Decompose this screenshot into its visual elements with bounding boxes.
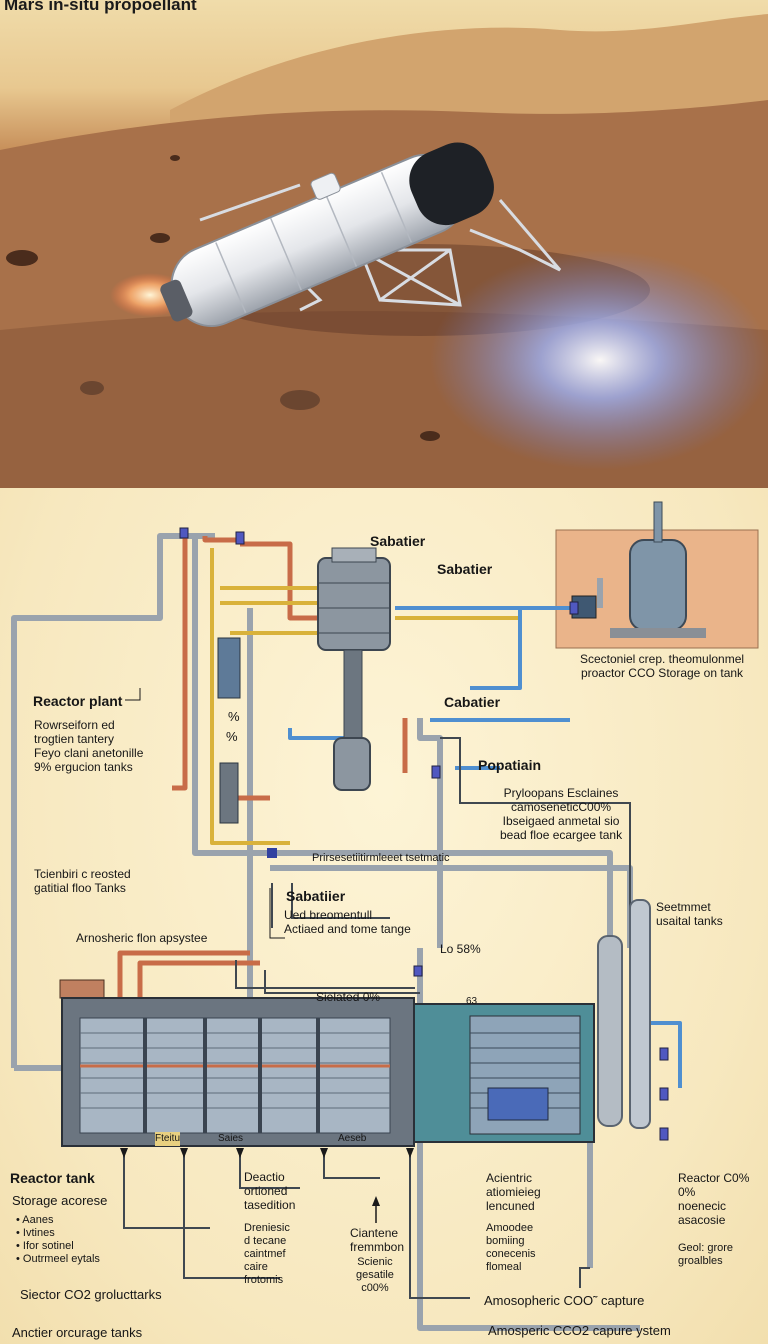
label-scienic: Scienic gesatile c00% [356,1256,394,1294]
label-bullets: • Aanes • Ivtines • Ifor sotinel • Outrm… [16,1214,100,1265]
label-lo-percent: Lo 58% [440,942,481,956]
label-reactor-notes: Rowrseiforn ed trogtien tantery Feyo cla… [34,718,144,774]
label-cell-c: Aeseb [338,1133,367,1144]
label-sabatiier-low: Sabatiier [286,888,346,904]
exhaust-plume [430,250,768,470]
label-atmos-capture: Amosopheric COO˜ capture [484,1293,645,1308]
label-right-tanks: Seetmmet usaital tanks [656,900,723,928]
label-pressure-line: Prirsesetiitirmleeet tsetmatic [312,852,450,864]
rock [6,250,38,266]
label-sielated: Sielated 0% [316,990,381,1004]
label-ciantene: Ciantene fremmbon [350,1226,405,1254]
mars-scene-art [0,14,768,488]
rock [420,431,440,441]
vertical-storage-tanks [597,899,651,1129]
rocket-body [160,142,494,328]
label-percent-b: % [226,729,238,744]
label-siector: Siector CO2 grolucttarks [20,1287,162,1302]
scene-title: Mars in-situ propoellant [4,0,197,14]
label-scientific-left: Tcienbiri c reosted gatitial floo Tanks [34,867,131,895]
label-percent-a: % [228,709,240,724]
label-dreniesic: Dreniesic d tecane caintmef caire frotom… [244,1222,290,1286]
rock [80,381,104,395]
label-geol: Geol: grore groalbles [678,1242,734,1267]
label-cell-a: Fteitu [155,1132,181,1146]
label-atmospheric-flow: Arnosheric flon apsystee [76,931,208,945]
label-anctier: Anctier orcurage tanks [12,1325,143,1340]
pipe-blue [288,606,682,1088]
label-popatiain: Popatiain [478,757,542,773]
rock [280,390,320,410]
mars-landscape-scene: Mars in-situ propoellant [0,0,768,488]
main-reactor-housing [59,979,595,1147]
left-column-equipment [217,637,277,858]
label-deactio: Deactio ortioned tasedition [244,1170,296,1212]
label-popatiain-notes: Pryloopans Esclaines camoseneticC00% Ibs… [500,786,623,842]
label-reactor-plant: Reactor plant [33,693,123,709]
sabatier-reactor [317,547,391,741]
dune-ridge [170,14,768,140]
label-63: 63 [466,996,478,1007]
pipe-dark [123,737,631,1299]
propellant-plant-schematic: Sabatier Sabatier Scectoniel crep. theom… [0,488,768,1344]
label-cabatier: Cabatier [444,694,501,710]
label-atmos-system: Amosperic CCO2 capure ystem [488,1323,671,1338]
label-amoodee: Amoodee bomiing conecenis flomeal [486,1222,536,1273]
label-sabatiier-low-notes: Ued breomentull Actiaed and tome tange [284,908,411,936]
rock [150,233,170,243]
label-sabatier-mid: Sabatier [437,561,493,577]
flow-arrows [120,1148,414,1206]
label-sabatier-top: Sabatier [370,533,426,549]
label-storage-acorese: Storage acorese [12,1193,108,1208]
rock [170,155,180,161]
product-vessel [333,737,371,791]
pipe-yellow [210,548,520,845]
label-storage-caption: Scectoniel crep. theomulonmel proactor C… [579,652,745,680]
label-reactor-co: Reactor C0% 0% noenecic asacosie [678,1171,750,1227]
label-cell-b: Saies [218,1133,244,1144]
leader-lines [125,688,285,939]
label-reactor-tank: Reactor tank [10,1170,95,1186]
label-acientric: Acientric atiomieieg lencuned [486,1171,541,1213]
schematic-art [11,501,759,1331]
